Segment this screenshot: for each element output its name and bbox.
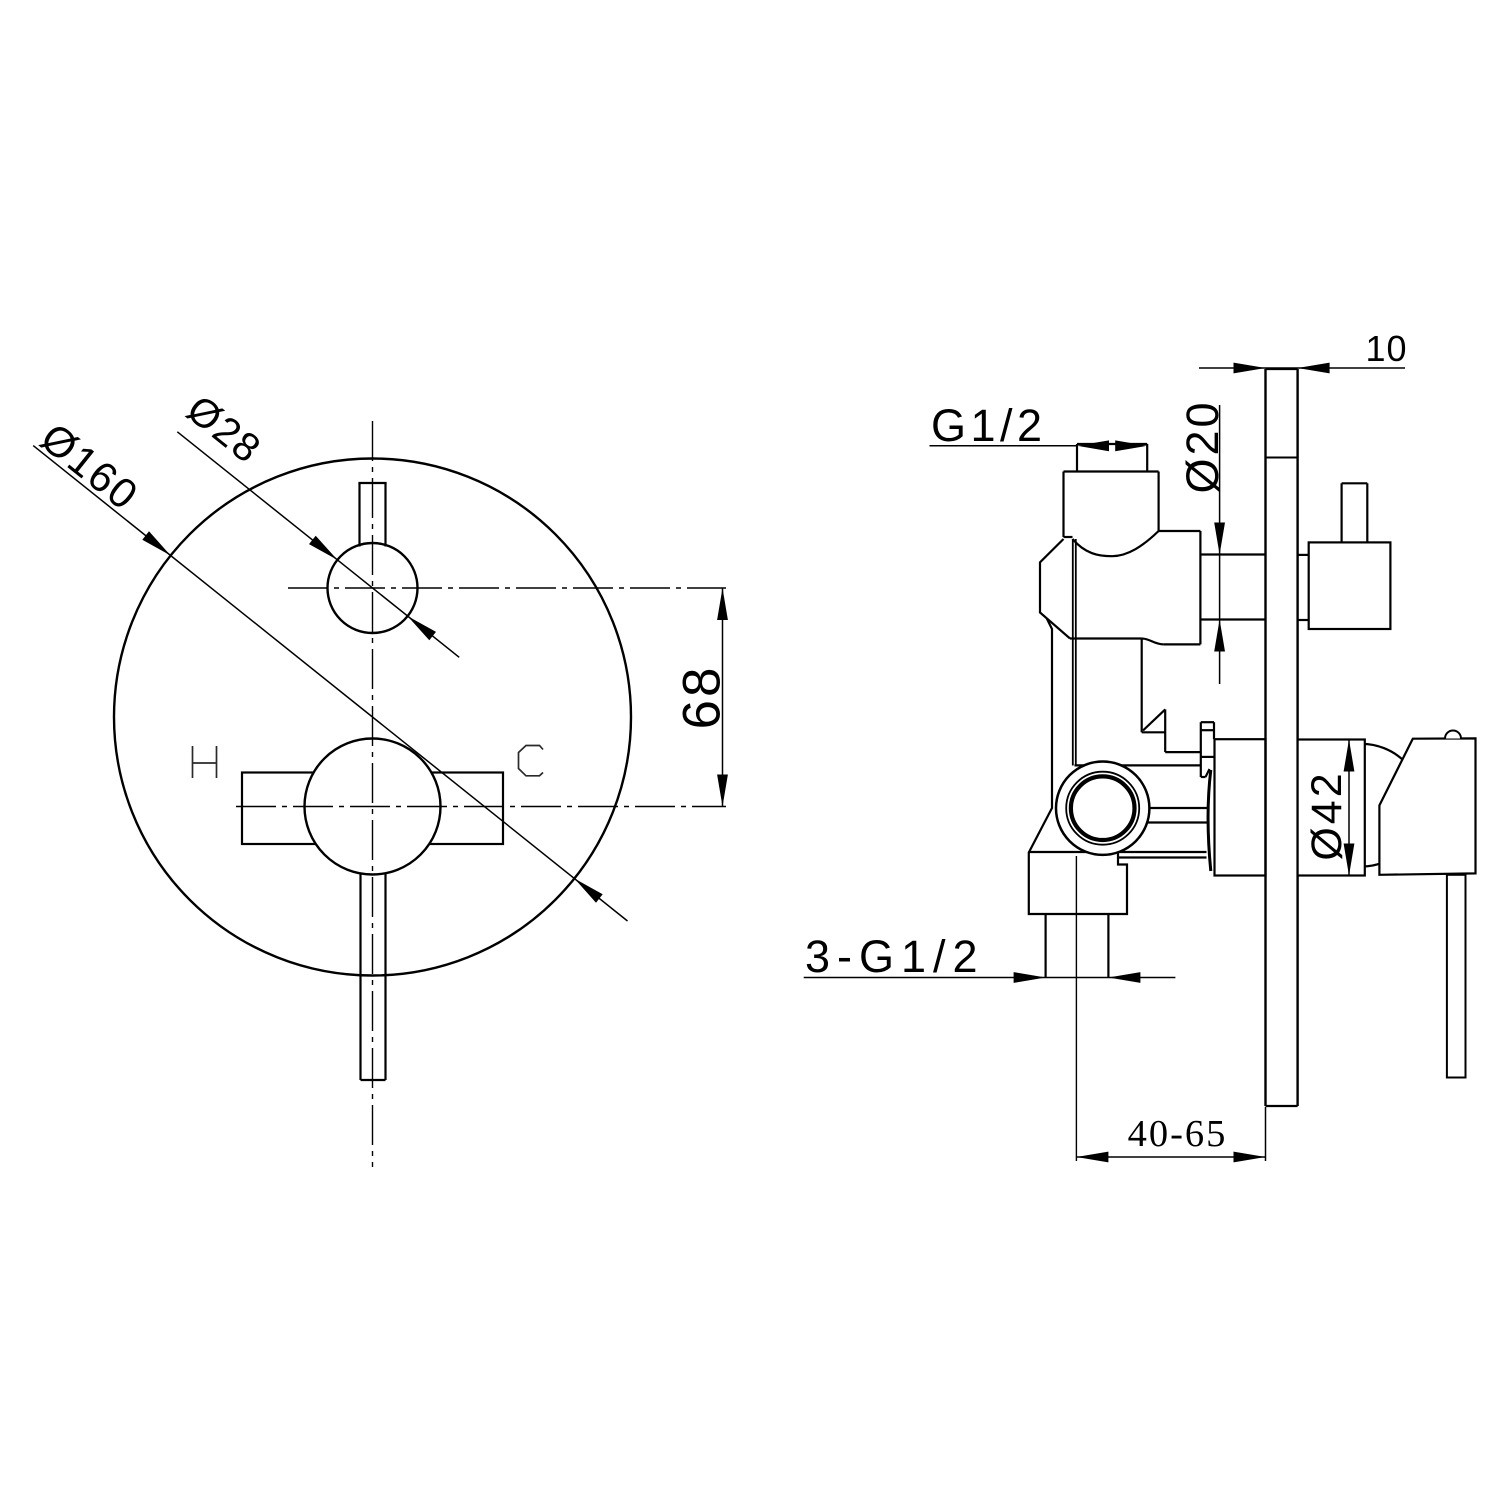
svg-text:10: 10: [1365, 328, 1407, 369]
svg-text:68: 68: [673, 665, 732, 730]
svg-text:G1/2: G1/2: [931, 400, 1047, 451]
svg-text:3-G1/2: 3-G1/2: [805, 931, 985, 982]
svg-text:40-65: 40-65: [1128, 1113, 1228, 1155]
svg-text:Ø42: Ø42: [1303, 770, 1351, 860]
svg-text:Ø20: Ø20: [1177, 399, 1228, 493]
